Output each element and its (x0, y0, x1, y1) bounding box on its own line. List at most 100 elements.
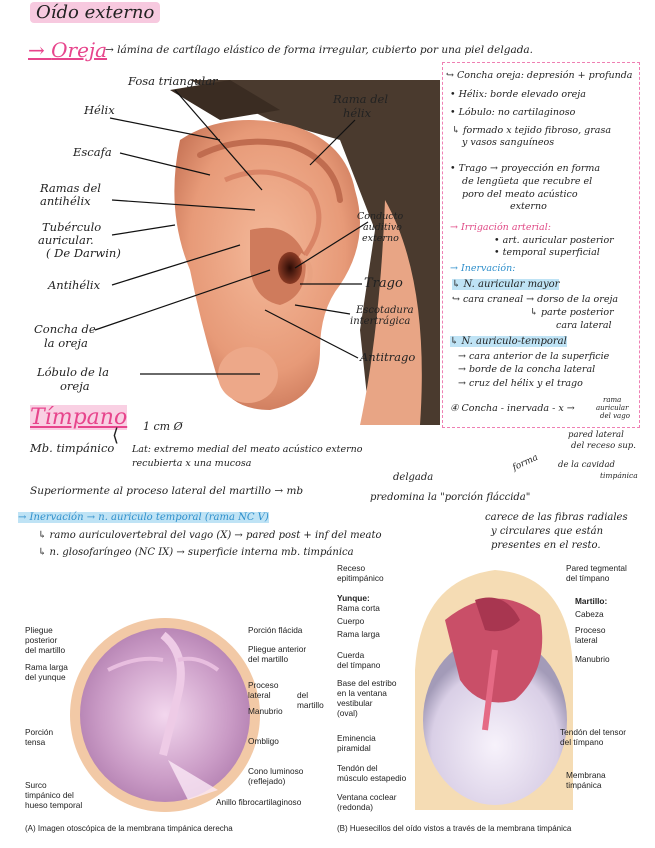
timpano-delgada: delgada (393, 472, 433, 483)
figB-base-3: vestibular (337, 698, 373, 708)
figA-pliegue-post-3: del martillo (25, 645, 65, 655)
figB-cuerda-2: del tímpano (337, 660, 380, 670)
figA-caption: (A) Imagen otoscópica de la membrana tim… (25, 824, 233, 834)
timpano-glosofaringeo: ↳ n. glosofaríngeo (NC IX) → superficie … (38, 547, 354, 558)
figA-surco-2: timpánico del (25, 790, 74, 800)
figA-proceso-1: Proceso (248, 680, 278, 690)
figA-rama-larga-1: Rama larga (25, 662, 68, 672)
figure-b-ossicles (405, 560, 580, 810)
figA-porcion-tensa-2: tensa (25, 737, 45, 747)
side-note-2: • Lóbulo: no cartilaginoso (450, 107, 575, 119)
figA-porcion-tensa-1: Porción (25, 727, 53, 737)
leader-rama-helix (310, 120, 355, 165)
side-note-1: • Hélix: borde elevado oreja (450, 89, 586, 101)
figA-pliegue-post-2: posterior (25, 635, 57, 645)
figB-receso-2: epitimpánico (337, 573, 384, 583)
side-note-19: → borde de la concha lateral (458, 364, 595, 376)
side-note-21: ④ Concha - inervada - x → (450, 403, 575, 415)
figure-a-tympanic-membrane (68, 615, 263, 815)
figB-eminencia-2: piramidal (337, 743, 371, 753)
figB-caption: (B) Huesecillos del oído vistos a través… (337, 824, 571, 834)
timpano-sup: Superiormente al proceso lateral del mar… (30, 485, 303, 497)
side-note-24: del vago (600, 412, 630, 420)
side-note-18: → cara anterior de la superficie (458, 351, 609, 363)
figA-proceso-2: lateral (248, 690, 271, 700)
figB-membrana-1: Membrana (566, 770, 606, 780)
timpano-forma: forma (511, 453, 540, 473)
figA-surco-1: Surco (25, 780, 47, 790)
side-note-3: ↳ formado x tejido fibroso, grasa (452, 125, 611, 137)
figA-manubrio: Manubrio (248, 706, 283, 716)
timpano-pared-2: del receso sup. (571, 441, 636, 451)
figA-anillo: Anillo fibrocartilaginoso (216, 797, 301, 807)
figB-ventana-2: (redonda) (337, 802, 373, 812)
side-note-17: ↳ N. auriculo-temporal (450, 336, 567, 348)
figB-rama-larga: Rama larga (337, 629, 380, 639)
leader-ramas-antihelix (112, 200, 255, 210)
timpano-ramo: ↳ ramo auriculovertebral del vago (X) → … (38, 530, 382, 541)
figA-del-martillo-2: martillo (297, 700, 324, 710)
side-note-13: ↳ N. auricular mayor (452, 279, 559, 291)
leader-escotadura (295, 305, 350, 314)
figB-cuerpo: Cuerpo (337, 616, 364, 626)
side-note-11: • temporal superficial (494, 247, 600, 259)
leader-antihelix (112, 245, 240, 285)
side-note-17-text: ↳ N. auriculo-temporal (450, 336, 567, 347)
leader-conducto (295, 222, 368, 268)
figA-cono-2: (reflejado) (248, 776, 285, 786)
side-note-10: • art. auricular posterior (494, 235, 614, 247)
figB-base-2: en la ventana (337, 688, 387, 698)
side-note-4: y vasos sanguíneos (462, 137, 554, 149)
side-note-23: auricular (596, 404, 628, 412)
figA-rama-larga-2: del yunque (25, 672, 66, 682)
figB-proceso-2: lateral (575, 635, 598, 645)
figB-proceso-1: Proceso (575, 625, 605, 635)
leader-helix (110, 118, 220, 140)
side-note-22: rama (603, 396, 621, 404)
side-note-20: → cruz del hélix y el trago (458, 378, 583, 390)
figB-manubrio: Manubrio (575, 654, 610, 664)
timpano-size: 1 cm Ø (143, 420, 183, 433)
figB-tendon-estapedio-1: Tendón del (337, 763, 378, 773)
figB-martillo: Martillo: (575, 596, 607, 606)
side-note-8: externo (510, 201, 547, 213)
figA-pliegue-ant-2: del martillo (248, 654, 288, 664)
figB-pared-1: Pared tegmental (566, 563, 627, 573)
side-note-15: ↳ parte posterior (530, 307, 614, 319)
figB-tendon-tensor-2: del tímpano (560, 737, 603, 747)
figB-tendon-tensor-1: Tendón del tensor (560, 727, 626, 737)
timpano-pared-1: pared lateral (568, 430, 624, 440)
timpano-inervacion-text: → Inervación → n. auriculo temporal (ram… (18, 512, 269, 523)
figA-ombligo: Ombligo (248, 736, 279, 746)
side-note-6: de lengüeta que recubre el (462, 176, 592, 188)
figB-tendon-estapedio-2: músculo estapedio (337, 773, 406, 783)
figA-del-martillo-1: del (297, 690, 308, 700)
figB-cabeza: Cabeza (575, 609, 604, 619)
figB-cuerda-1: Cuerda (337, 650, 364, 660)
figA-surco-3: hueso temporal (25, 800, 82, 810)
side-note-12: → Inervación: (450, 263, 515, 275)
leader-concha (95, 270, 270, 330)
timpano-carece-3: presentes en el resto. (491, 540, 601, 551)
figB-base-4: (oval) (337, 708, 358, 718)
timpano-brace: ⟨ (112, 425, 119, 446)
side-note-7: poro del meato acústico (462, 189, 578, 201)
timpano-recub: recubierta x una mucosa (132, 458, 251, 469)
leader-antitrago (265, 310, 358, 358)
timpano-mb: Mb. timpánico (30, 441, 114, 455)
timpano-pared-4: timpánica (600, 471, 638, 480)
figA-pliegue-post-1: Pliegue (25, 625, 53, 635)
timpano-predomina: predomina la "porción fláccida" (370, 492, 530, 503)
timpano-lado: Lat: extremo medial del meato acústico e… (132, 444, 363, 455)
figA-porcion-flacida: Porción flácida (248, 625, 302, 635)
leader-escafa (120, 153, 210, 175)
leader-tuberculo (112, 225, 175, 235)
figB-base-1: Base del estribo (337, 678, 397, 688)
side-note-9: → Irrigación arterial: (450, 222, 551, 234)
side-note-5: • Trago → proyección en forma (450, 163, 600, 175)
figB-ventana-1: Ventana coclear (337, 792, 397, 802)
figB-pared-2: del tímpano (566, 573, 609, 583)
side-note-0: ↪ Concha oreja: depresión + profunda (446, 70, 632, 82)
side-note-14: ↪ cara craneal → dorso de la oreja (452, 294, 618, 306)
timpano-inervacion: → Inervación → n. auriculo temporal (ram… (18, 512, 269, 523)
